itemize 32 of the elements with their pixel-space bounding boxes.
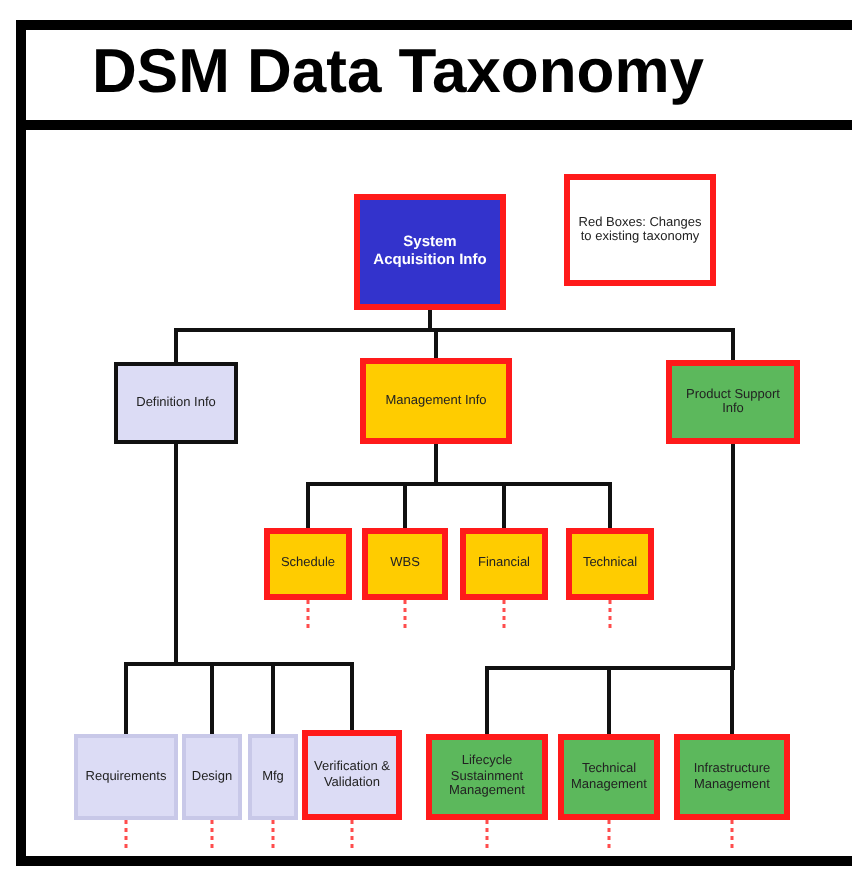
category-box xyxy=(248,734,298,820)
category-box xyxy=(360,358,512,444)
continuation-line xyxy=(608,600,612,630)
note-box xyxy=(564,174,716,286)
continuation-line xyxy=(271,820,275,850)
continuation-line xyxy=(485,820,489,850)
continuation-line xyxy=(124,820,128,850)
continuation-line xyxy=(403,600,407,630)
category-box xyxy=(666,360,800,444)
continuation-line xyxy=(730,820,734,850)
connector-line xyxy=(434,444,612,528)
category-box xyxy=(264,528,352,600)
category-box xyxy=(558,734,660,820)
category-box xyxy=(302,730,402,820)
continuation-line xyxy=(502,600,506,630)
title: DSM Data Taxonomy xyxy=(92,34,705,110)
continuation-line xyxy=(306,600,310,630)
continuation-line xyxy=(350,820,354,850)
category-box xyxy=(114,362,238,444)
root-box xyxy=(354,194,506,310)
continuation-line xyxy=(210,820,214,850)
category-box xyxy=(460,528,548,600)
category-box xyxy=(182,734,242,820)
connector-line xyxy=(730,444,735,734)
category-box xyxy=(674,734,790,820)
category-box xyxy=(362,528,448,600)
continuation-line xyxy=(607,820,611,850)
connector-line xyxy=(174,444,354,730)
category-box xyxy=(426,734,548,820)
connector-line xyxy=(428,310,735,360)
category-box xyxy=(566,528,654,600)
category-box xyxy=(74,734,178,820)
